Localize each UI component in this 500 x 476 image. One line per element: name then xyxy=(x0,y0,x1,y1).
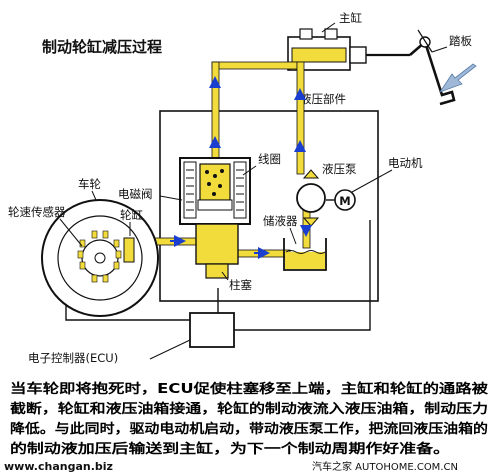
caption-line-2: 截断，轮缸和液压油箱接通，轮缸的制动液流入液压油箱，制动压力 xyxy=(10,400,488,417)
plunger-label: 柱塞 xyxy=(229,278,252,292)
ecu-label: 电子控制器(ECU) xyxy=(28,351,118,365)
coil-label: 线圈 xyxy=(258,152,281,166)
solenoid-valve-label: 电磁阀 xyxy=(118,187,153,201)
caption-line-3: 降低。与此同时，驱动电动机启动，带动液压泵工作，把流回液压油箱的 xyxy=(10,420,488,437)
wheel-label: 车轮 xyxy=(78,177,101,191)
wheel-cylinder-label: 轮缸 xyxy=(120,208,143,222)
caption-line-4: 的制动液加压后输送到主缸，为下一个制动周期作好准备。 xyxy=(10,440,450,457)
speed-sensor-label: 轮速传感器 xyxy=(8,205,66,219)
solenoid-valve xyxy=(179,157,251,279)
pump-label: 液压泵 xyxy=(322,162,357,176)
master-cylinder-label: 主缸 xyxy=(339,11,362,25)
svg-text:M: M xyxy=(339,194,350,208)
master-cylinder xyxy=(287,28,410,71)
hydraulic-pump xyxy=(296,169,326,227)
reservoir-label: 储液器 xyxy=(263,214,298,228)
pedal-force-arrow xyxy=(438,63,477,93)
caption-line-1: 当车轮即将抱死时，ECU促使柱塞移至上端，主缸和轮缸的通路被 xyxy=(10,380,489,397)
diagram-title: 制动轮缸减压过程 xyxy=(42,38,162,56)
pedal-label: 踏板 xyxy=(449,34,472,48)
reservoir xyxy=(283,238,327,271)
footer-left-watermark: www.changan.biz xyxy=(4,460,113,473)
hydraulic-unit-box xyxy=(159,110,379,302)
hydraulic-unit-label: 液压部件 xyxy=(300,92,346,106)
motor: M xyxy=(334,189,356,211)
wheel xyxy=(41,199,159,317)
footer-right-watermark: 汽车之家 AUTOHOME.COM.CN xyxy=(312,460,458,473)
brake-pedal xyxy=(409,29,456,106)
motor-label: 电动机 xyxy=(388,156,423,170)
ecu-wiring xyxy=(65,220,371,331)
ecu-box xyxy=(189,312,235,348)
